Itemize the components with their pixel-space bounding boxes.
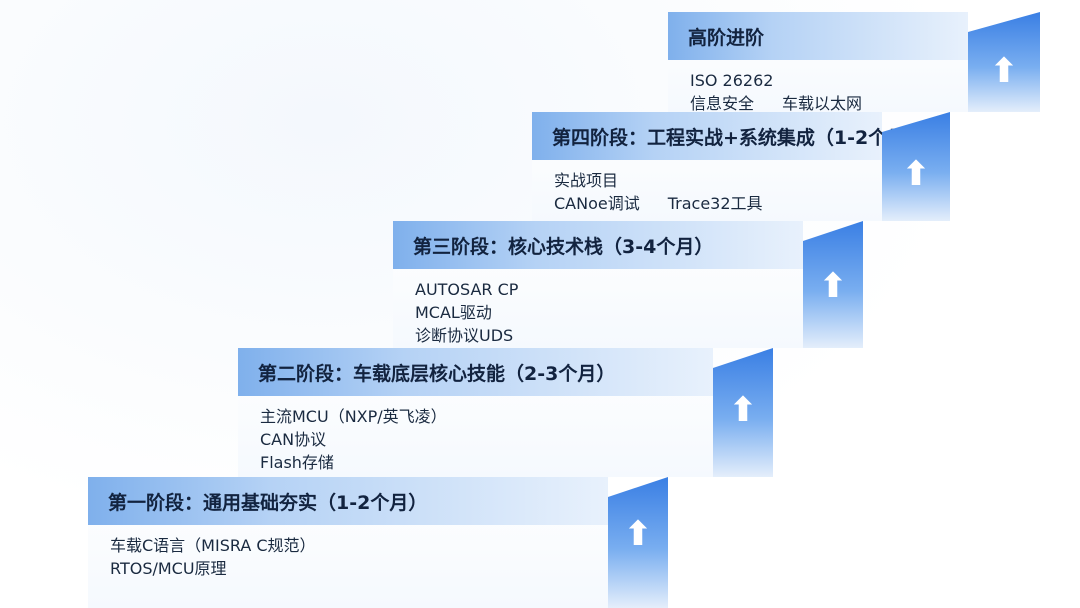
stage-1-item: RTOS/MCU原理 bbox=[110, 559, 227, 578]
stage-4-riser: ⬆ bbox=[882, 112, 950, 221]
stage-1-item: 车载C语言（MISRA C规范） bbox=[110, 536, 316, 555]
up-arrow-icon: ⬆ bbox=[623, 514, 653, 554]
stage-1-content: 车载C语言（MISRA C规范） RTOS/MCU原理 bbox=[88, 525, 608, 580]
stage-5-item: ISO 26262 bbox=[690, 71, 774, 90]
stage-5-riser: ⬆ bbox=[968, 12, 1040, 112]
up-arrow-icon: ⬆ bbox=[728, 390, 758, 430]
stage-1: 第一阶段：通用基础夯实（1-2个月） 车载C语言（MISRA C规范） RTOS… bbox=[88, 477, 668, 608]
stage-3-title: 第三阶段：核心技术栈（3-4个月） bbox=[393, 221, 803, 269]
stage-3-content: AUTOSAR CP MCAL驱动 诊断协议UDS bbox=[393, 269, 803, 347]
stage-3-item: MCAL驱动 bbox=[415, 303, 492, 322]
stage-1-title: 第一阶段：通用基础夯实（1-2个月） bbox=[88, 477, 608, 525]
stage-5: 高阶进阶 ISO 26262 信息安全车载以太网 ⬆ bbox=[668, 12, 1040, 115]
stage-4-title: 第四阶段：工程实战+系统集成（1-2个月） bbox=[532, 112, 925, 160]
up-arrow-icon: ⬆ bbox=[901, 154, 931, 194]
stage-2: 第二阶段：车载底层核心技能（2-3个月） 主流MCU（NXP/英飞凌） CAN协… bbox=[238, 348, 773, 477]
stage-1-riser: ⬆ bbox=[608, 477, 668, 608]
stage-2-title: 第二阶段：车载底层核心技能（2-3个月） bbox=[238, 348, 713, 396]
stage-3: 第三阶段：核心技术栈（3-4个月） AUTOSAR CP MCAL驱动 诊断协议… bbox=[393, 221, 863, 348]
stage-2-riser: ⬆ bbox=[713, 348, 773, 477]
stage-5-title: 高阶进阶 bbox=[668, 12, 968, 60]
stage-5-item: 信息安全车载以太网 bbox=[690, 94, 863, 113]
stage-3-item: AUTOSAR CP bbox=[415, 280, 519, 299]
stage-2-item: Flash存储 bbox=[260, 453, 334, 472]
up-arrow-icon: ⬆ bbox=[989, 51, 1019, 91]
stage-5-content: ISO 26262 信息安全车载以太网 bbox=[668, 60, 968, 115]
up-arrow-icon: ⬆ bbox=[818, 266, 848, 306]
stage-2-content: 主流MCU（NXP/英飞凌） CAN协议 Flash存储 bbox=[238, 396, 713, 474]
stage-3-riser: ⬆ bbox=[803, 221, 863, 348]
stage-3-item: 诊断协议UDS bbox=[415, 326, 514, 345]
stage-2-item: 主流MCU（NXP/英飞凌） bbox=[260, 407, 447, 426]
stage-2-item: CAN协议 bbox=[260, 430, 327, 449]
stage-4-item: 实战项目 bbox=[554, 171, 619, 190]
